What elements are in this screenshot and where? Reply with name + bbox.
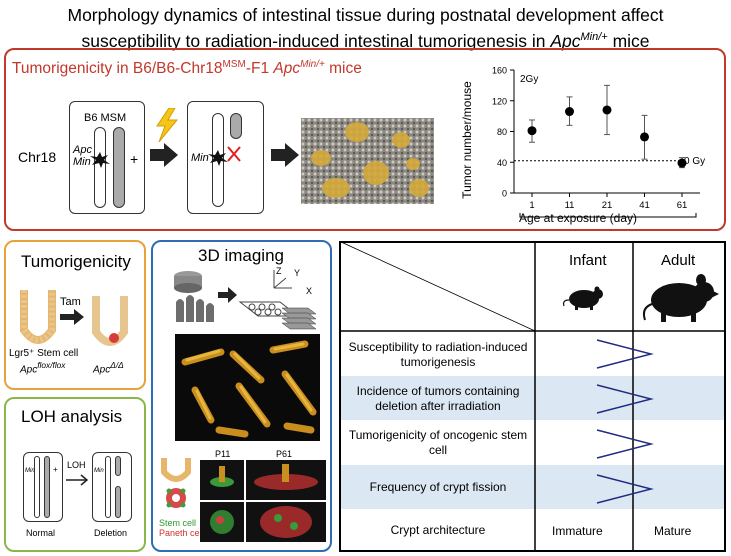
p11-p61-micrographs [200, 460, 326, 542]
adult-mouse-icon [642, 274, 719, 322]
loh-normal-frame [23, 452, 63, 522]
loh-arrow-label: LOH [67, 460, 86, 470]
apc-flox-label: Apcflox/flox [20, 360, 66, 376]
loh-panel [4, 397, 146, 552]
infant-crypt-value: Immature [552, 524, 603, 538]
col-adult-header: Adult [661, 252, 696, 269]
y-tick-label: 120 [492, 96, 507, 106]
chromosome-frame-loh [187, 101, 264, 214]
paneth-cell-legend: Paneth cell [159, 528, 204, 538]
loh-deletion-chr-2 [115, 456, 121, 476]
strain-label: B6 MSM [84, 112, 127, 124]
dose-annotation: 2Gy [520, 74, 538, 85]
chromosome-frame-initial [69, 101, 145, 214]
radiation-lightning-icon [156, 108, 179, 142]
chr18-label: Chr18 [18, 149, 57, 165]
min-label: Min [73, 156, 91, 168]
loh-normal-chr-1 [34, 456, 40, 518]
top-panel [4, 48, 726, 231]
x-tick-label: 61 [677, 200, 688, 211]
loh-deletion-chr-1 [105, 456, 111, 518]
msm-chromosome [113, 127, 125, 208]
loh-arrow-icon [66, 474, 89, 486]
tumorigenicity-heading: Tumorigenicity [21, 252, 131, 271]
intestinal-tumor-micrograph [301, 118, 434, 204]
arrow-icon-1 [150, 143, 178, 167]
row-label-crypt-architecture: Crypt architecture [390, 523, 486, 537]
table-grid [339, 241, 726, 552]
loh-plus-label: + [53, 465, 58, 474]
deletion-cross-icon [227, 146, 241, 162]
y-tick-label: 40 [497, 158, 507, 168]
row-label-crypt-fission: Frequency of crypt fission [369, 479, 507, 494]
imaging-panel [151, 240, 332, 552]
y-tick-label: 160 [492, 66, 507, 76]
imaging-heading: 3D imaging [198, 246, 284, 265]
loh-min-label-2: Min [94, 468, 104, 474]
stem-cell-legend: Stem cell [159, 518, 197, 528]
top-panel-title: Tumorigenicity in B6/B6-Chr18MSM-F1 ApcM… [12, 59, 362, 78]
axis-x-label: X [306, 286, 313, 296]
comparison-table [339, 241, 726, 552]
col-infant-header: Infant [569, 252, 607, 269]
b6-chromosome [94, 127, 106, 208]
adult-crypt-value: Mature [654, 524, 692, 538]
arrow-icon-2 [271, 143, 299, 167]
x-axis-title: Age at exposure (day) [519, 211, 637, 225]
loh-min-label: Min [25, 468, 35, 474]
infant-mouse-icon [562, 286, 603, 310]
tumorigenicity-panel [4, 240, 146, 390]
min-label-2: Min [191, 152, 209, 164]
crypt-cell-schematic [161, 458, 191, 508]
x-tick-label: 11 [565, 200, 575, 211]
loh-normal-chr-2 [44, 456, 50, 518]
data-point [677, 158, 687, 168]
crypt-3d-render [175, 334, 320, 441]
row-label-deletion: Incidence of tumors containing deletion … [356, 384, 520, 413]
apc-delta-label: ApcΔ/Δ [93, 360, 124, 376]
imaging-workflow [174, 270, 317, 330]
mutation-star-icon-2 [208, 150, 228, 166]
data-point [527, 126, 537, 136]
y-tick-label: 0 [502, 189, 507, 199]
p61-label: P61 [276, 449, 293, 459]
x-axis-bracket [519, 213, 697, 218]
x-tick-label: 21 [602, 200, 613, 211]
loh-heading: LOH analysis [21, 407, 123, 426]
mutation-star-icon [90, 152, 110, 168]
loh-normal-label: Normal [26, 528, 56, 538]
data-point [640, 132, 649, 142]
row-band-4 [341, 465, 724, 509]
msm-chromosome-remnant [230, 113, 242, 139]
data-point [565, 107, 574, 117]
loh-deletion-label: Deletion [94, 528, 128, 538]
axis-y-label: Y [294, 268, 301, 278]
p11-label: P11 [215, 449, 231, 459]
reference-label: 0 Gy [684, 156, 705, 167]
x-tick-label: 41 [639, 200, 650, 211]
y-tick-label: 80 [497, 127, 507, 137]
row-band-2 [341, 376, 724, 420]
apc-label: Apc [73, 144, 92, 156]
loh-deletion-frame [92, 452, 132, 522]
stem-cell-label: Lgr5⁺ Stem cell [9, 348, 79, 359]
plus-label: + [130, 151, 139, 167]
tam-label: Tam [60, 296, 81, 308]
y-axis-title: Tumor number/mouse [460, 81, 474, 199]
figure-title: Morphology dynamics of intestinal tissue… [67, 5, 664, 51]
loh-deletion-chr-3 [115, 486, 121, 518]
data-point [602, 105, 612, 115]
crypt-schematic [20, 290, 128, 346]
axis-z-label: Z [276, 266, 282, 276]
row-label-susceptibility: Susceptibility to radiation-induced tumo… [348, 340, 528, 369]
x-tick-label: 1 [529, 200, 534, 211]
row-label-stem-cell: Tumorigenicity of oncogenic stem cell [348, 428, 528, 457]
